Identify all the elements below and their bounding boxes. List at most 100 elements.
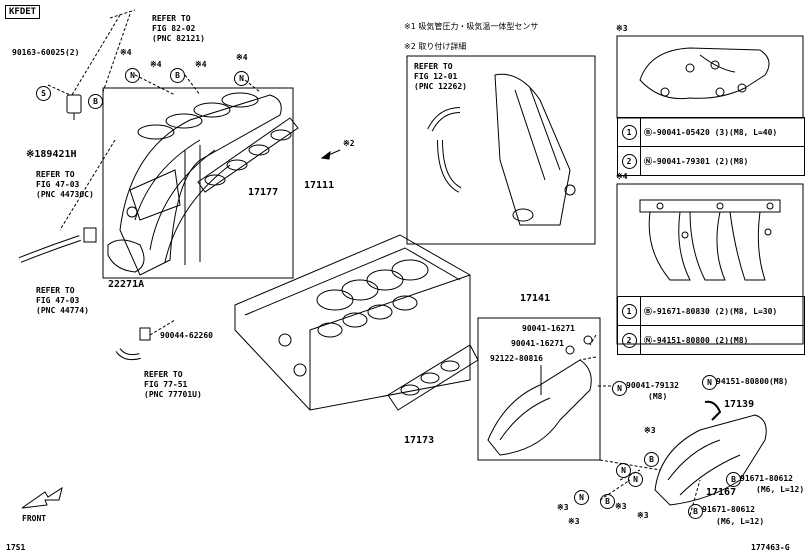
callout-s3-d: ※3 xyxy=(557,503,569,512)
front-label: FRONT xyxy=(22,514,47,523)
part-17111[interactable]: 17111 xyxy=(304,180,335,191)
callout-s3-a: ※3 xyxy=(644,426,656,435)
callout-s4-b: ※4 xyxy=(195,60,207,69)
part-91671-a[interactable]: 91671-80612 xyxy=(740,474,793,483)
sensor-89421-drawing xyxy=(66,9,136,120)
manifold-17141-drawing xyxy=(487,335,593,456)
part-90041-79132-size: (M8) xyxy=(648,392,668,401)
note2-text: ※2 取り付け詳細 xyxy=(404,42,467,51)
ref-line: FIG 82-02 xyxy=(152,24,196,33)
insulator-17167-drawing xyxy=(654,414,767,506)
spec-row[interactable]: 2 Ⓝ-90041-79301 (2)(M8) xyxy=(617,146,805,176)
callout-s3-e: ※3 xyxy=(568,517,580,526)
note1-text: ※1 吸気管圧力・吸気温一体型センサ xyxy=(404,22,539,31)
index-badge: 2 xyxy=(621,332,637,348)
footer-left-code: 17S1 xyxy=(6,543,26,552)
part-17177[interactable]: 17177 xyxy=(248,187,279,198)
spec-row[interactable]: 2 Ⓝ-94151-80800 (2)(M8) xyxy=(617,325,805,355)
ref-fig-47b[interactable]: REFER TO FIG 47-03 (PNC 44774) xyxy=(36,286,89,316)
marker-n: N xyxy=(574,490,589,505)
ref-line: FIG 77-51 xyxy=(144,380,188,389)
marker-n: N xyxy=(125,68,140,83)
detail2-drawing xyxy=(427,73,576,226)
marker-n: N xyxy=(616,463,631,478)
marker-b: B xyxy=(170,68,185,83)
part-17167[interactable]: 17167 xyxy=(706,487,737,498)
ref-line: (PNC 44774) xyxy=(36,306,89,315)
callout-s4-c: ※4 xyxy=(236,53,248,62)
ref-line: REFER TO xyxy=(36,170,75,179)
ref-line: REFER TO xyxy=(152,14,191,23)
marker-b: B xyxy=(644,452,659,467)
callout-s4-d: ※4 xyxy=(120,48,132,57)
spec-text: Ⓝ-94151-80800 (2)(M8) xyxy=(640,325,805,355)
part-90041-79132[interactable]: 90041-79132 xyxy=(626,381,679,390)
part-90041-16271-a[interactable]: 90041-16271 xyxy=(522,324,575,333)
ref-line: FIG 12-01 xyxy=(414,72,458,81)
ref-line: REFER TO xyxy=(36,286,75,295)
marker-n: N xyxy=(702,375,717,390)
marker-n: N xyxy=(234,71,249,86)
spec-text: Ⓑ-91671-80830 (2)(M8, L=30) xyxy=(640,296,805,326)
part-90041-16271-b[interactable]: 90041-16271 xyxy=(511,339,564,348)
fitting-left xyxy=(83,227,97,243)
detail4-label: ※4 xyxy=(616,172,628,181)
ref-line: (PNC 44730C) xyxy=(36,190,94,199)
detail2-frame xyxy=(406,55,596,245)
part-91671-b-size: (M6, L=12) xyxy=(716,517,765,526)
marker-s: S xyxy=(36,86,51,101)
marker-b: B xyxy=(726,472,741,487)
detail3-label: ※3 xyxy=(616,24,628,33)
bracket-17139-drawing xyxy=(704,400,722,421)
front-arrow-shape xyxy=(21,486,63,509)
detail4-drawing xyxy=(639,199,781,281)
part-22271a[interactable]: 22271A xyxy=(108,279,145,290)
ref-fig-47a[interactable]: REFER TO FIG 47-03 (PNC 44730C) xyxy=(36,170,94,200)
callout-s2: ※2 xyxy=(343,139,355,148)
index-badge: 1 xyxy=(621,124,637,140)
index-badge: 2 xyxy=(621,153,637,169)
callout-s4-a: ※4 xyxy=(150,60,162,69)
marker-b: B xyxy=(600,494,615,509)
marker-b: B xyxy=(688,504,703,519)
intake-manifold-drawing xyxy=(107,92,282,276)
part-91671-b[interactable]: 91671-80612 xyxy=(702,505,755,514)
ref-line: (PNC 82121) xyxy=(152,34,205,43)
callout-s3-b: ※3 xyxy=(637,511,649,520)
leader-lines xyxy=(47,74,701,516)
detail3-drawing xyxy=(639,47,770,100)
part-92122[interactable]: 92122-80816 xyxy=(490,354,543,363)
spec-row[interactable]: 1 Ⓑ-90041-05420 (3)(M8, L=40) xyxy=(617,117,805,147)
ref-line: REFER TO xyxy=(414,62,453,71)
detail3-spec-table: 1 Ⓑ-90041-05420 (3)(M8, L=40) 2 Ⓝ-90041-… xyxy=(617,117,805,176)
gasket-17173-drawing xyxy=(387,344,479,411)
part-17173[interactable]: 17173 xyxy=(404,435,435,446)
part-91671-a-size: (M6, L=12) xyxy=(756,485,805,494)
callout-s3-c: ※3 xyxy=(615,502,627,511)
ref-line: (PNC 12262) xyxy=(414,82,467,91)
part-17139[interactable]: 17139 xyxy=(724,399,755,410)
intake-manifold-frame xyxy=(102,87,294,279)
spec-text: Ⓝ-90041-79301 (2)(M8) xyxy=(640,146,805,176)
ref-line: FIG 47-03 xyxy=(36,296,80,305)
marker-b: B xyxy=(88,94,103,109)
ref-line: REFER TO xyxy=(144,370,183,379)
ref-fig-82[interactable]: REFER TO FIG 82-02 (PNC 82121) xyxy=(152,14,205,44)
part-90163[interactable]: 90163-60025(2) xyxy=(12,48,80,57)
detail4-spec-table: 1 Ⓑ-91671-80830 (2)(M8, L=30) 2 Ⓝ-94151-… xyxy=(617,296,805,355)
cylinder-head-drawing xyxy=(234,234,471,411)
ref-line: (PNC 77701U) xyxy=(144,390,202,399)
part-17141[interactable]: 17141 xyxy=(520,293,551,304)
spec-row[interactable]: 1 Ⓑ-91671-80830 (2)(M8, L=30) xyxy=(617,296,805,326)
part-94151[interactable]: 94151-80800(M8) xyxy=(716,377,789,386)
engine-code-tag: KFDET xyxy=(5,5,41,19)
part-90044[interactable]: 90044-62260 xyxy=(160,331,213,340)
index-badge: 1 xyxy=(621,303,637,319)
ref-fig-12[interactable]: REFER TO FIG 12-01 (PNC 12262) xyxy=(414,62,467,92)
ref-fig-77[interactable]: REFER TO FIG 77-51 (PNC 77701U) xyxy=(144,370,202,400)
marker-n: N xyxy=(628,472,643,487)
part-89421[interactable]: ※189421H xyxy=(26,149,77,160)
marker-n: N xyxy=(612,381,627,396)
